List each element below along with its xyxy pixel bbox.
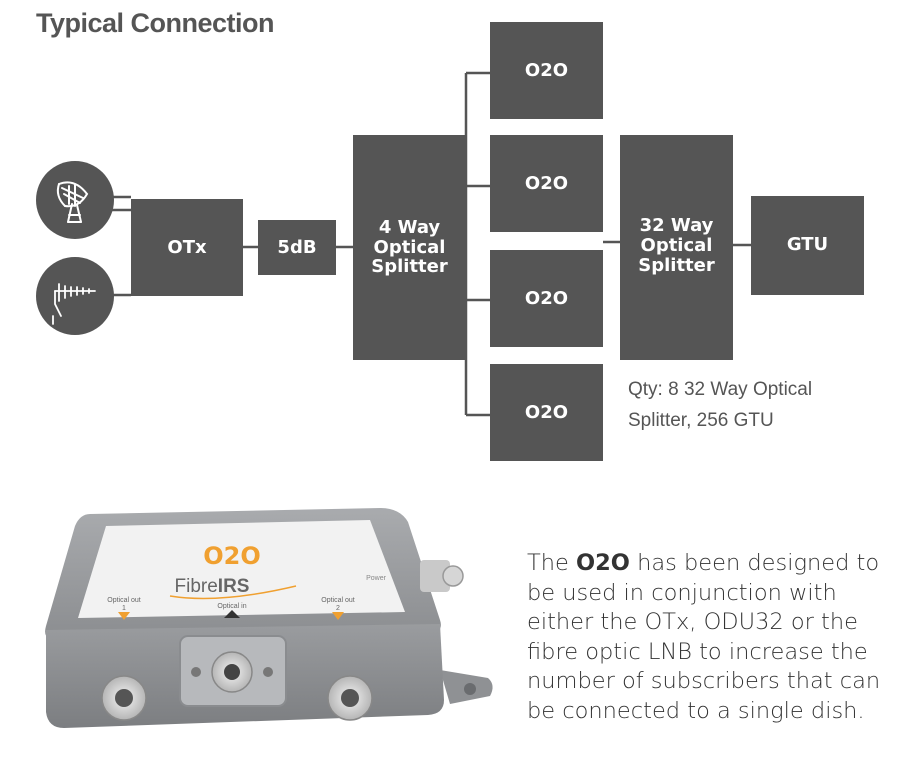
o2o-device-image: O2O FibreIRS Power Optical out 1 Optical… <box>45 508 493 728</box>
otx-label: OTx <box>167 236 207 258</box>
device-power-label: Power <box>366 575 387 582</box>
svg-text:1: 1 <box>122 605 126 612</box>
o2o-label-4: O2O <box>524 401 569 423</box>
page-title: Typical Connection <box>36 8 275 38</box>
satellite-dish-icon <box>36 161 114 239</box>
o2o-box-4: O2O <box>490 364 603 461</box>
o2o-box-3: O2O <box>490 250 603 347</box>
o2o-label-2: O2O <box>524 172 569 194</box>
o2o-label-1: O2O <box>524 59 569 81</box>
svg-text:2: 2 <box>336 605 340 612</box>
description-highlight: O2O <box>576 550 630 576</box>
attenuator-label: 5dB <box>277 236 317 258</box>
terrestrial-antenna-icon <box>36 257 114 335</box>
four-way-splitter-label: 4 Way Optical Splitter <box>371 216 448 278</box>
product-description: The O2O has been designed to be used in … <box>527 550 881 724</box>
four-way-splitter-box: 4 Way Optical Splitter <box>353 135 466 360</box>
device-port-in-label: Optical in <box>217 603 246 610</box>
device-brand-label: O2O <box>203 542 261 570</box>
connection-lines <box>112 71 751 417</box>
attenuator-box: 5dB <box>258 220 336 275</box>
thirty-two-way-splitter-box: 32 Way Optical Splitter <box>620 135 733 360</box>
gtu-label: GTU <box>786 233 829 255</box>
device-port-out2-label: Optical out <box>321 597 355 604</box>
gtu-box: GTU <box>751 196 864 295</box>
thirty-two-way-splitter-label: 32 Way Optical Splitter <box>638 215 715 276</box>
quantity-note: Qty: 8 32 Way Optical Splitter, 256 GTU <box>628 379 813 431</box>
o2o-box-1: O2O <box>490 22 603 119</box>
o2o-box-2: O2O <box>490 135 603 232</box>
device-port-out1-label: Optical out <box>107 597 141 604</box>
o2o-label-3: O2O <box>524 287 569 309</box>
otx-box: OTx <box>131 199 243 296</box>
device-product-label: FibreIRS <box>175 576 250 597</box>
